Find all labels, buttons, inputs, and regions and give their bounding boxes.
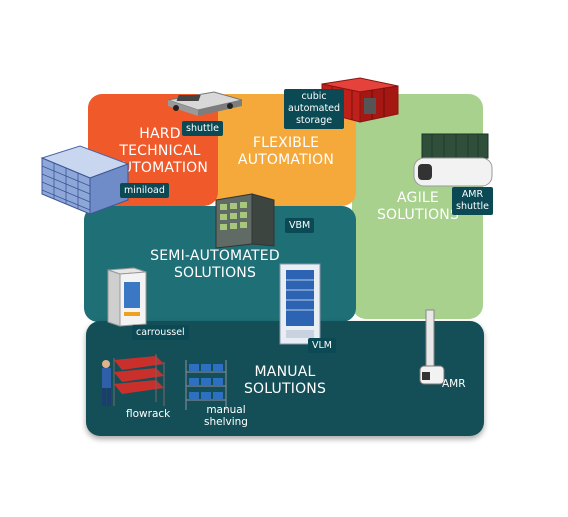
hard-technical-automation-title: HARD TECHNICAL AUTOMATION [111, 126, 209, 176]
miniload-label: miniload [120, 183, 169, 198]
vbm-tower-image [215, 193, 275, 249]
shuttle-label: shuttle [182, 121, 223, 136]
flexible-automation-title: FLEXIBLE AUTOMATION [237, 135, 335, 168]
miniload-rack-image [40, 145, 130, 215]
vlm-label: VLM [308, 338, 336, 353]
amr-label: AMR [442, 378, 466, 390]
agile-solutions-title: AGILE SOLUTIONS [376, 190, 460, 223]
semi-automated-solutions-title: SEMI-AUTOMATED SOLUTIONS [150, 248, 280, 281]
manual-shelving-label: manual shelving [204, 404, 248, 428]
amr-shuttle-image [413, 133, 493, 187]
amr-robot-image [419, 309, 445, 385]
vbm-label: VBM [285, 218, 315, 233]
carroussel-label: carroussel [132, 325, 189, 340]
manual-shelving-image [185, 360, 227, 410]
shuttle-vehicle-image [167, 91, 243, 116]
amr-shuttle-label: AMR shuttle [452, 187, 493, 215]
flowrack-image [102, 354, 165, 406]
carroussel-unit-image [107, 267, 147, 327]
vlm-unit-image [279, 263, 321, 345]
manual-solutions-title: MANUAL SOLUTIONS [243, 364, 327, 397]
flowrack-label: flowrack [126, 408, 171, 420]
cubic-automated-storage-label: cubic automated storage [284, 89, 345, 129]
